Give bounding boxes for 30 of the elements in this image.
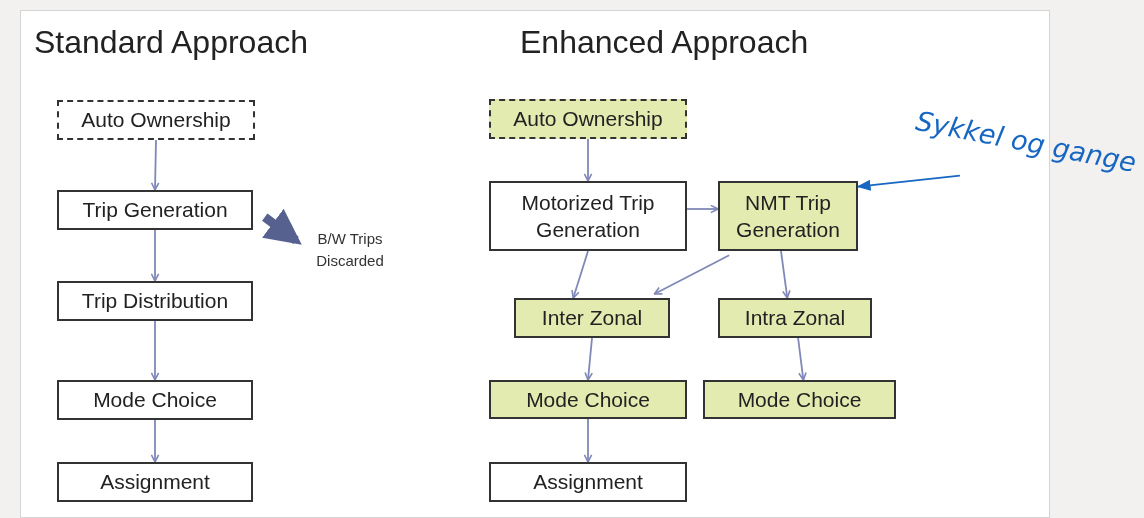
arrow <box>150 139 160 191</box>
process-box: Mode Choice <box>489 380 687 419</box>
annotation-text: Sykkel og gange <box>905 95 1144 189</box>
arrow <box>583 138 593 182</box>
arrow <box>583 418 593 463</box>
process-box: Auto Ownership <box>57 100 255 140</box>
process-box: NMT Trip Generation <box>718 181 858 251</box>
arrow <box>150 229 160 282</box>
arrow <box>797 337 807 381</box>
process-box: Inter Zonal <box>514 298 670 338</box>
process-box: Trip Distribution <box>57 281 253 321</box>
arrow <box>686 204 719 214</box>
process-box: Auto Ownership <box>489 99 687 139</box>
process-box: Mode Choice <box>703 380 896 419</box>
note-text: B/W Trips Discarded <box>300 226 400 274</box>
arrow <box>653 254 731 295</box>
process-box: Motorized Trip Generation <box>489 181 687 251</box>
section-heading: Standard Approach <box>34 24 308 61</box>
process-box: Assignment <box>57 462 253 502</box>
process-box: Mode Choice <box>57 380 253 420</box>
process-box: Intra Zonal <box>718 298 872 338</box>
arrow <box>150 419 160 463</box>
process-box: Trip Generation <box>57 190 253 230</box>
arrow <box>584 337 594 381</box>
arrow <box>780 250 791 299</box>
process-box: Assignment <box>489 462 687 502</box>
arrow <box>571 250 589 299</box>
arrow <box>262 208 302 245</box>
arrow <box>150 320 160 381</box>
section-heading: Enhanced Approach <box>520 24 809 61</box>
